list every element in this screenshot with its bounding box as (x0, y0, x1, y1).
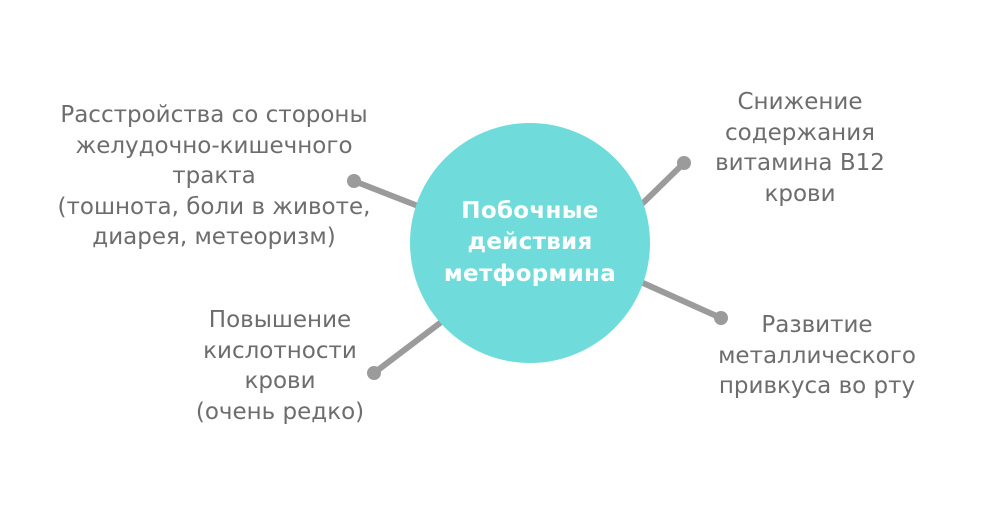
center-title: Побочные действия метформина (444, 196, 616, 290)
effect-line: диарея, метеоризм) (92, 224, 336, 251)
connector-dot-gi (347, 174, 361, 188)
effect-line: Повышение (208, 307, 352, 333)
effect-line: кислотности (203, 337, 357, 364)
connector-taste (640, 280, 728, 325)
center-title-line: Побочные (461, 198, 599, 225)
effect-line: тракта (172, 163, 256, 190)
effect-line: витамина В12 (715, 150, 885, 177)
effect-line: желудочно-кишечного (75, 132, 353, 159)
effect-gi-disorders: Расстройства со стороны желудочно-кишечн… (34, 100, 394, 253)
connector-dot-taste (714, 311, 728, 325)
effect-line: (очень редко) (195, 398, 365, 425)
center-title-line: действия (467, 229, 593, 256)
effect-line: (тошнота, боли в животе, (57, 193, 371, 220)
center-node: Побочные действия метформина (410, 123, 650, 363)
effect-line: крови (764, 180, 836, 207)
connector-acid (367, 320, 443, 380)
effect-b12-decrease: Снижение содержания витамина В12 крови (690, 87, 910, 209)
effect-line: привкуса во рту (718, 373, 916, 400)
connector-b12 (640, 156, 691, 206)
effect-blood-acidity: Повышение кислотности крови (очень редко… (165, 305, 395, 427)
effect-line: Развитие (761, 312, 873, 338)
effect-line: металлического (718, 342, 916, 369)
connector-dot-acid (367, 366, 381, 380)
effect-line: крови (244, 368, 316, 395)
effect-line: Снижение (737, 89, 863, 115)
effect-metallic-taste: Развитие металлического привкуса во рту (692, 310, 942, 402)
connector-dot-b12 (677, 156, 691, 170)
effect-line: содержания (724, 119, 875, 146)
effect-line: Расстройства со стороны (60, 102, 368, 128)
connector-gi (347, 174, 421, 209)
center-title-line: метформина (443, 260, 617, 287)
